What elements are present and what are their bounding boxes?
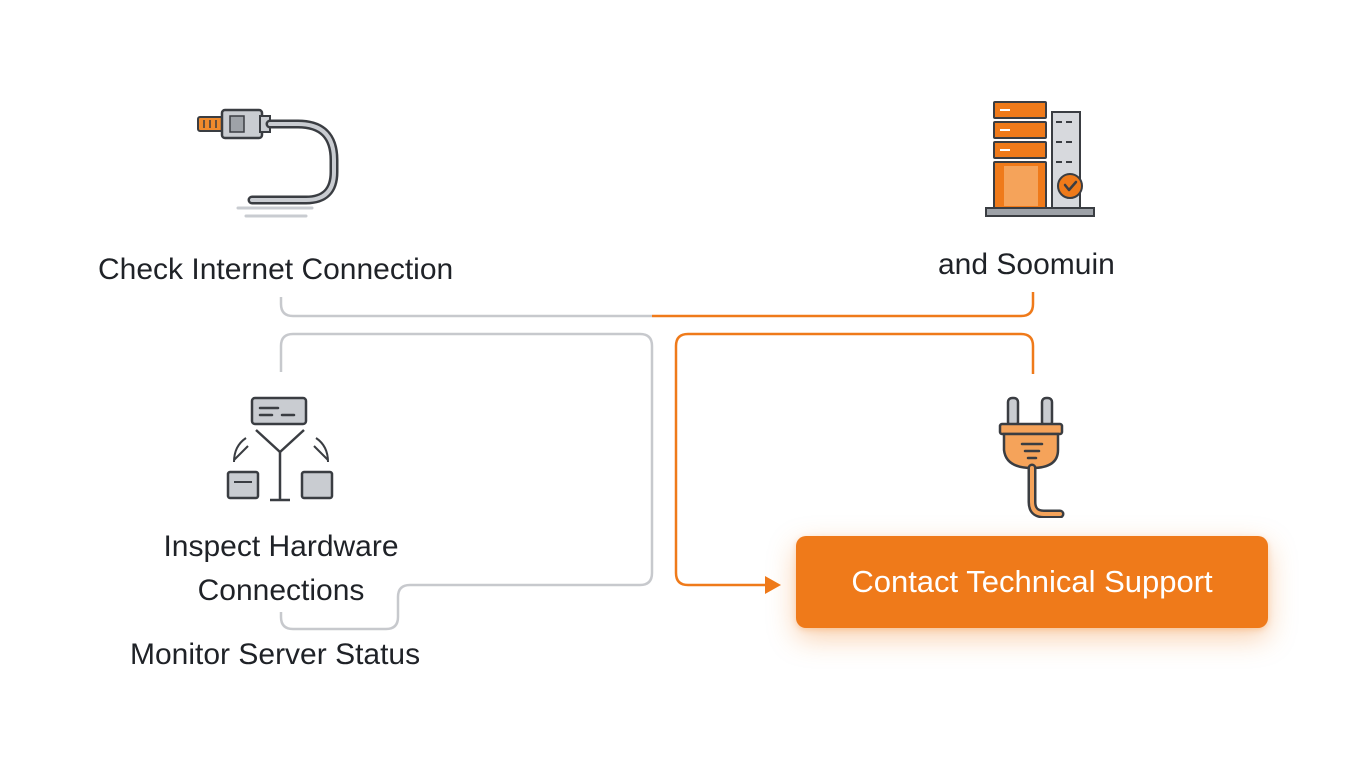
support-arrowhead (765, 576, 781, 594)
inspect-hardware-label-line2: Connections (197, 573, 365, 607)
server-rack-icon (985, 101, 1095, 217)
server-label: and Soomuin (938, 248, 1115, 281)
monitor-server-label: Monitor Server Status (130, 638, 421, 671)
power-plug-icon (998, 396, 1065, 518)
ethernet-cable-icon (197, 108, 339, 218)
contact-support-button[interactable]: Contact Technical Support (796, 536, 1268, 628)
inspect-hardware-label-line1: Inspect Hardware (163, 530, 399, 563)
connector-center-to-server (652, 292, 1035, 318)
inspect-hardware-label: Inspect Hardware Connections (120, 525, 442, 612)
connector-hardware-loop (279, 332, 654, 631)
connector-check-to-center (279, 297, 652, 318)
check-internet-label: Check Internet Connection (98, 253, 454, 286)
network-hierarchy-icon (226, 396, 334, 502)
contact-support-label: Contact Technical Support (851, 564, 1213, 599)
connector-to-support (674, 332, 1035, 587)
